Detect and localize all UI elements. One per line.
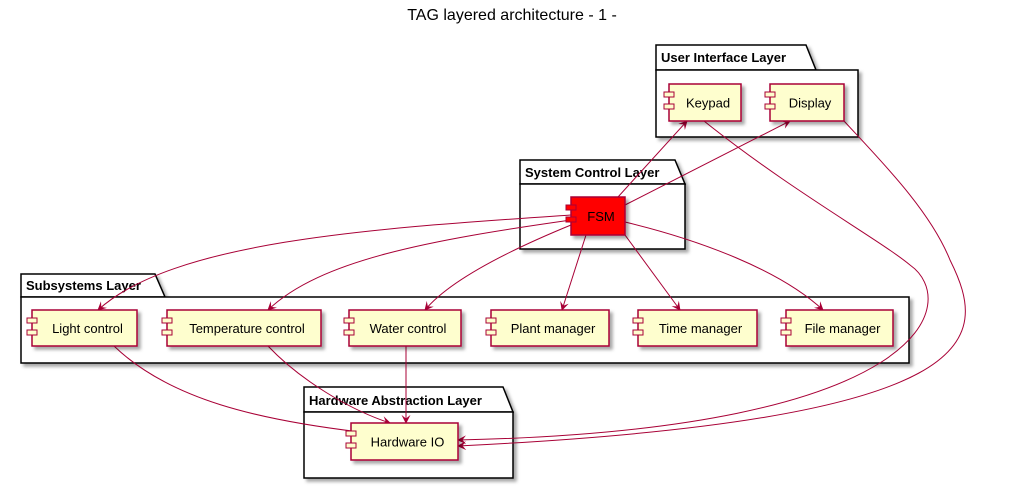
component-box [637,309,758,347]
component-connector-icon [485,317,497,324]
component-label: Keypad [686,96,730,111]
component-water-control: Water control [343,309,462,347]
package-label-hardware-abstraction-layer: Hardware Abstraction Layer [309,393,482,408]
component-label: Hardware IO [371,435,445,450]
component-label: Display [789,96,832,111]
edge-display-hardware-io [457,120,966,451]
component-hardware-io: Hardware IO [345,422,459,461]
component-box [490,309,610,347]
component-box [31,309,138,347]
component-keypad: Keypad [663,83,742,122]
edge-temperature-control-hardware-io [267,345,391,425]
component-connector-icon [26,329,38,336]
component-connector-icon [663,91,675,98]
component-box [570,196,626,236]
component-label: Temperature control [189,321,305,336]
edge-fsm-plant-manager [560,234,587,311]
package-subsystems-layer [20,273,910,364]
component-temperature-control: Temperature control [161,309,322,347]
component-connector-icon [764,103,776,110]
component-box [769,83,845,122]
package-label-subsystems-layer: Subsystems Layer [26,278,141,293]
component-connector-icon [780,317,792,324]
component-connector-icon [343,329,355,336]
component-fsm: FSM [565,196,626,236]
component-box [166,309,322,347]
component-connector-icon [26,317,38,324]
component-connector-icon [663,103,675,110]
edge-fsm-water-control [424,224,572,311]
component-connector-icon [632,317,644,324]
component-connector-icon [343,317,355,324]
edge-fsm-time-manager [624,234,681,311]
component-display: Display [764,83,845,122]
component-connector-icon [764,91,776,98]
edge-fsm-keypad [617,120,688,198]
component-label: FSM [587,209,614,224]
component-light-control: Light control [26,309,138,347]
component-box [668,83,742,122]
component-box [350,422,459,461]
diagram-title: TAG layered architecture - 1 - [407,7,617,24]
edge-fsm-display [624,120,791,206]
component-file-manager: File manager [780,309,894,347]
component-connector-icon [161,329,173,336]
component-connector-icon [345,430,357,437]
component-label: File manager [805,321,882,336]
edge-fsm-light-control [97,214,572,311]
component-plant-manager: Plant manager [485,309,610,347]
component-box [348,309,462,347]
component-box [785,309,894,347]
component-connector-icon [161,317,173,324]
component-connector-icon [780,329,792,336]
edge-fsm-file-manager [624,221,824,311]
component-connector-icon [485,329,497,336]
component-label: Light control [52,321,123,336]
component-label: Time manager [659,321,743,336]
edge-keypad-hardware-io [457,120,929,445]
component-connector-icon [565,216,577,223]
component-label: Water control [370,321,447,336]
component-connector-icon [632,329,644,336]
edge-light-control-hardware-io [113,345,361,436]
package-label-system-control-layer: System Control Layer [525,165,659,180]
component-connector-icon [345,442,357,449]
edge-fsm-temperature-control [267,219,572,311]
relations [97,120,966,451]
component-connector-icon [565,204,577,211]
component-time-manager: Time manager [632,309,758,347]
package-label-user-interface-layer: User Interface Layer [661,50,786,65]
component-label: Plant manager [511,321,596,336]
